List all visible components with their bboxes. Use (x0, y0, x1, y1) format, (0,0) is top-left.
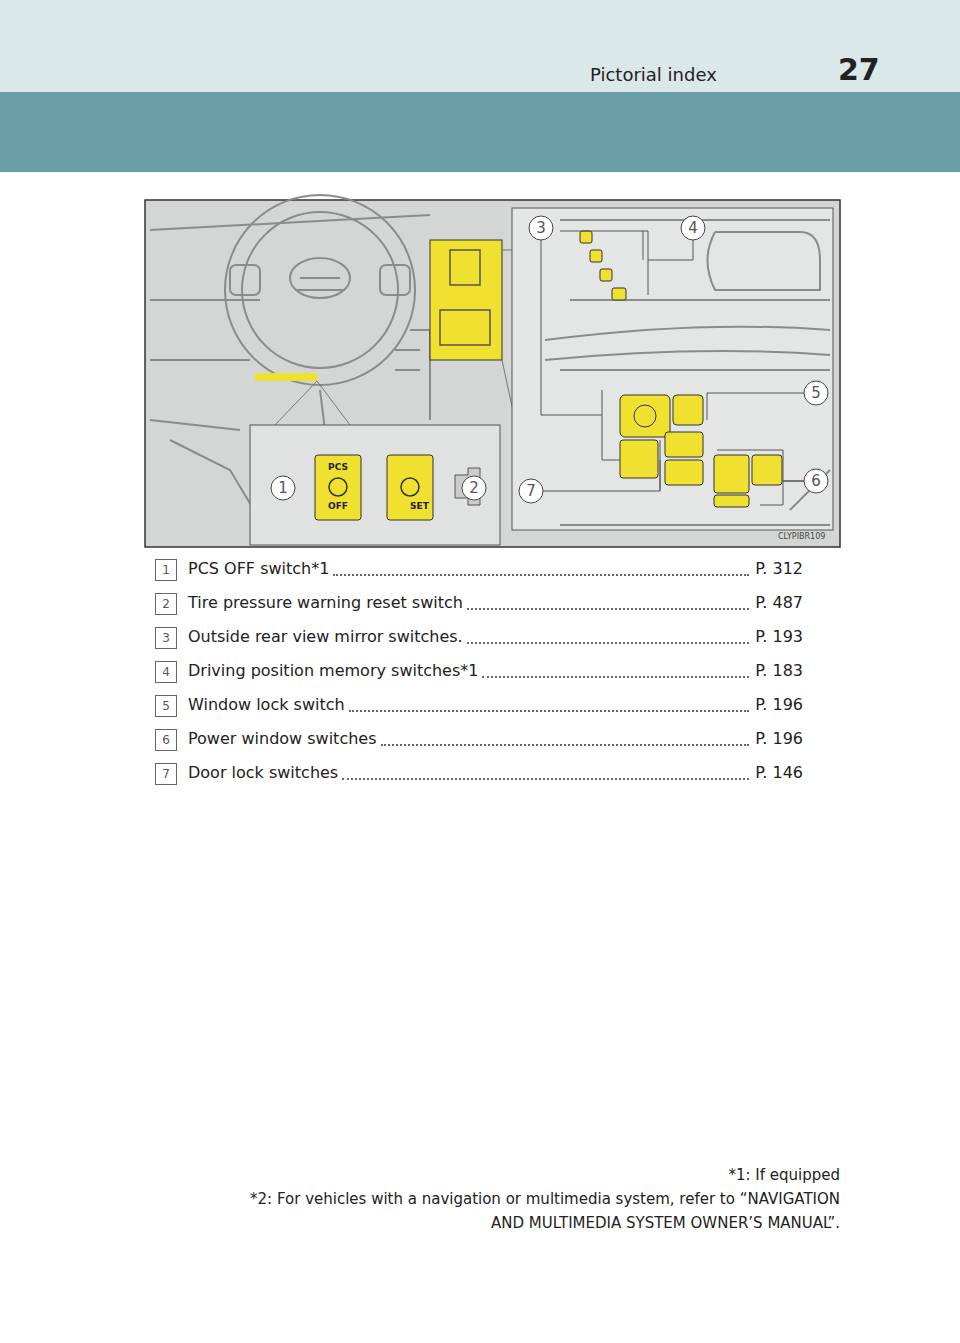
header-bar (0, 92, 960, 172)
mirror-knob (634, 405, 656, 427)
set-button (401, 478, 419, 496)
page-ref: P. 196 (755, 727, 803, 751)
dot-leader (482, 676, 749, 678)
illustration-frame (145, 200, 840, 547)
header-band (0, 0, 960, 92)
page-ref: P. 193 (755, 625, 803, 649)
switch-text: SET (410, 501, 429, 511)
dot-leader (467, 608, 749, 610)
callout-circles (271, 216, 828, 503)
figure-code: CLYPIBR109 (778, 532, 825, 541)
callout-number: 7 (519, 481, 543, 501)
item-number: 5 (155, 695, 177, 717)
page-ref: P. 183 (755, 659, 803, 683)
dot-leader (333, 574, 749, 576)
callout-number: 6 (804, 471, 828, 491)
page-ref: P. 312 (755, 557, 803, 581)
item-number: 3 (155, 627, 177, 649)
callout-number: 1 (271, 478, 295, 498)
dot-leader (349, 710, 749, 712)
switch-text: OFF (315, 501, 361, 511)
door-panel (512, 208, 833, 530)
memory-switches (580, 231, 626, 300)
item-text: Outside rear view mirror switches. (188, 625, 463, 649)
switch-text: PCS (315, 462, 361, 472)
door-mini (440, 250, 490, 345)
footnote: *2: For vehicles with a navigation or mu… (220, 1187, 840, 1235)
switch-location (255, 373, 317, 381)
pcs-switch (315, 455, 361, 520)
callout-number: 4 (681, 218, 705, 238)
page-ref: P. 146 (755, 761, 803, 785)
footnote: *1: If equipped (728, 1163, 840, 1187)
item-number: 2 (155, 593, 177, 615)
page-number: 27 (838, 52, 880, 87)
dot-leader (381, 744, 750, 746)
callout-number: 3 (529, 218, 553, 238)
callout-number: 5 (804, 383, 828, 403)
item-number: 4 (155, 661, 177, 683)
item-number: 1 (155, 559, 177, 581)
item-text: Door lock switches (188, 761, 338, 785)
door-switches (620, 395, 782, 507)
callout-number: 2 (462, 478, 486, 498)
item-text: Tire pressure warning reset switch (188, 591, 463, 615)
door-location (430, 240, 502, 360)
inset-frame (250, 425, 500, 545)
page-ref: P. 487 (755, 591, 803, 615)
leader-lines (541, 231, 804, 505)
pcs-button (329, 478, 347, 496)
item-text: Driving position memory switches*1 (188, 659, 478, 683)
dot-leader (467, 642, 749, 644)
zoom-lines (275, 250, 515, 425)
item-number: 7 (155, 763, 177, 785)
set-switch (387, 455, 433, 520)
page-ref: P. 196 (755, 693, 803, 717)
item-text: Power window switches (188, 727, 377, 751)
dot-leader (342, 778, 749, 780)
item-text: PCS OFF switch*1 (188, 557, 329, 581)
item-text: Window lock switch (188, 693, 345, 717)
page-title: Pictorial index (590, 64, 717, 85)
item-number: 6 (155, 729, 177, 751)
door-drawing (545, 220, 830, 525)
